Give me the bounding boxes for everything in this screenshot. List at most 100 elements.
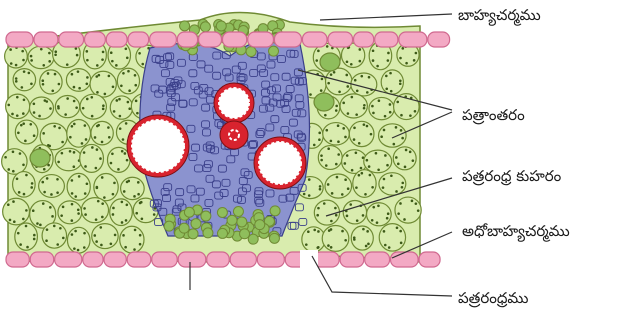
mesophyll-cell bbox=[120, 226, 144, 253]
chloroplast bbox=[389, 111, 392, 114]
chloroplast bbox=[33, 234, 36, 237]
sheath-cell bbox=[270, 206, 280, 216]
chloroplast bbox=[31, 182, 34, 185]
chloroplast bbox=[307, 230, 310, 233]
chloroplast bbox=[330, 140, 333, 143]
chloroplast bbox=[371, 219, 374, 222]
chloroplast bbox=[395, 156, 398, 159]
chloroplast bbox=[401, 182, 404, 185]
chloroplast bbox=[363, 107, 366, 110]
chloroplast bbox=[12, 170, 15, 173]
chloroplast bbox=[396, 226, 399, 229]
chloroplast bbox=[95, 167, 98, 170]
chloroplast bbox=[23, 70, 26, 73]
chloroplast bbox=[71, 192, 74, 195]
chloroplast bbox=[387, 212, 390, 215]
lower-epidermis-cell bbox=[6, 252, 29, 267]
chloroplast bbox=[21, 50, 24, 53]
lower-epidermis-cell bbox=[55, 252, 82, 267]
chloroplast bbox=[48, 60, 51, 63]
chloroplast bbox=[102, 51, 105, 54]
chloroplast bbox=[344, 162, 347, 165]
chloroplast bbox=[324, 114, 327, 117]
chloroplast bbox=[399, 202, 402, 205]
sheath-cell bbox=[269, 233, 279, 243]
chloroplast bbox=[351, 96, 354, 99]
label-mesophyll: పత్రాంతరం bbox=[462, 106, 525, 124]
chloroplast bbox=[409, 151, 412, 154]
chloroplast bbox=[19, 152, 22, 155]
chloroplast bbox=[42, 132, 45, 135]
chloroplast bbox=[57, 105, 60, 108]
upper-epidermis-cell bbox=[328, 32, 353, 47]
chloroplast bbox=[385, 75, 388, 78]
chloroplast bbox=[111, 153, 114, 156]
upper-epidermis-cell bbox=[199, 32, 222, 47]
chloroplast bbox=[101, 141, 104, 144]
chloroplast bbox=[62, 206, 65, 209]
sheath-cell bbox=[269, 46, 279, 56]
chloroplast bbox=[99, 226, 102, 229]
chloroplast bbox=[117, 168, 120, 171]
chloroplast bbox=[390, 174, 393, 177]
chloroplast bbox=[53, 225, 56, 228]
lower-epidermis bbox=[6, 250, 440, 268]
chloroplast bbox=[71, 179, 74, 182]
chloroplast bbox=[389, 103, 392, 106]
chloroplast bbox=[377, 168, 380, 171]
lower-epidermis-cell bbox=[178, 252, 206, 267]
chloroplast bbox=[84, 213, 87, 216]
chloroplast bbox=[58, 127, 61, 130]
chloroplast bbox=[382, 186, 385, 189]
chloroplast bbox=[372, 206, 375, 209]
chloroplast bbox=[85, 138, 88, 141]
mesophyll-cell bbox=[67, 120, 91, 148]
upper-epidermis-cell bbox=[34, 32, 58, 47]
chloroplast bbox=[107, 126, 110, 129]
chloroplast bbox=[22, 112, 25, 115]
chloroplast bbox=[100, 244, 103, 247]
chloroplast bbox=[320, 154, 323, 157]
chloroplast bbox=[383, 178, 386, 181]
chloroplast bbox=[112, 193, 115, 196]
xylem-lumen bbox=[132, 120, 184, 172]
upper-epidermis-cell bbox=[85, 32, 106, 47]
sheath-cell bbox=[217, 207, 227, 217]
chloroplast bbox=[69, 150, 72, 153]
chloroplast bbox=[119, 127, 122, 130]
chloroplast bbox=[94, 136, 97, 139]
chloroplast bbox=[384, 244, 387, 247]
chloroplast bbox=[121, 221, 124, 224]
chloroplast bbox=[112, 85, 115, 88]
stoma-pore bbox=[300, 250, 318, 268]
chloroplast bbox=[372, 59, 375, 62]
chloroplast bbox=[384, 154, 387, 157]
upper-epidermis-cell bbox=[399, 32, 427, 47]
chloroplast bbox=[127, 180, 130, 183]
chloroplast bbox=[120, 84, 123, 87]
lower-epidermis-cell bbox=[365, 252, 390, 267]
chloroplast bbox=[403, 218, 406, 221]
chloroplast bbox=[112, 207, 115, 210]
chloroplast bbox=[22, 218, 25, 221]
chloroplast bbox=[347, 187, 350, 190]
mesophyll-cell bbox=[323, 123, 350, 145]
chloroplast bbox=[137, 181, 140, 184]
chloroplast bbox=[133, 248, 136, 251]
chloroplast bbox=[386, 217, 389, 220]
chloroplast bbox=[334, 207, 337, 210]
chloroplast bbox=[93, 234, 96, 237]
label-lower-epidermis: అధోబాహ్యచర్మము bbox=[462, 222, 570, 240]
chloroplast bbox=[366, 125, 369, 128]
mesophyll-cell bbox=[343, 200, 366, 223]
chloroplast bbox=[138, 52, 141, 55]
chloroplast bbox=[360, 75, 363, 78]
chloroplast bbox=[121, 150, 124, 153]
chloroplast bbox=[126, 204, 129, 207]
chloroplast bbox=[123, 190, 126, 193]
chloroplast bbox=[387, 59, 390, 62]
chloroplast bbox=[313, 144, 316, 147]
chloroplast bbox=[112, 213, 115, 216]
chloroplast bbox=[124, 152, 127, 155]
sheath-cell bbox=[203, 228, 213, 238]
